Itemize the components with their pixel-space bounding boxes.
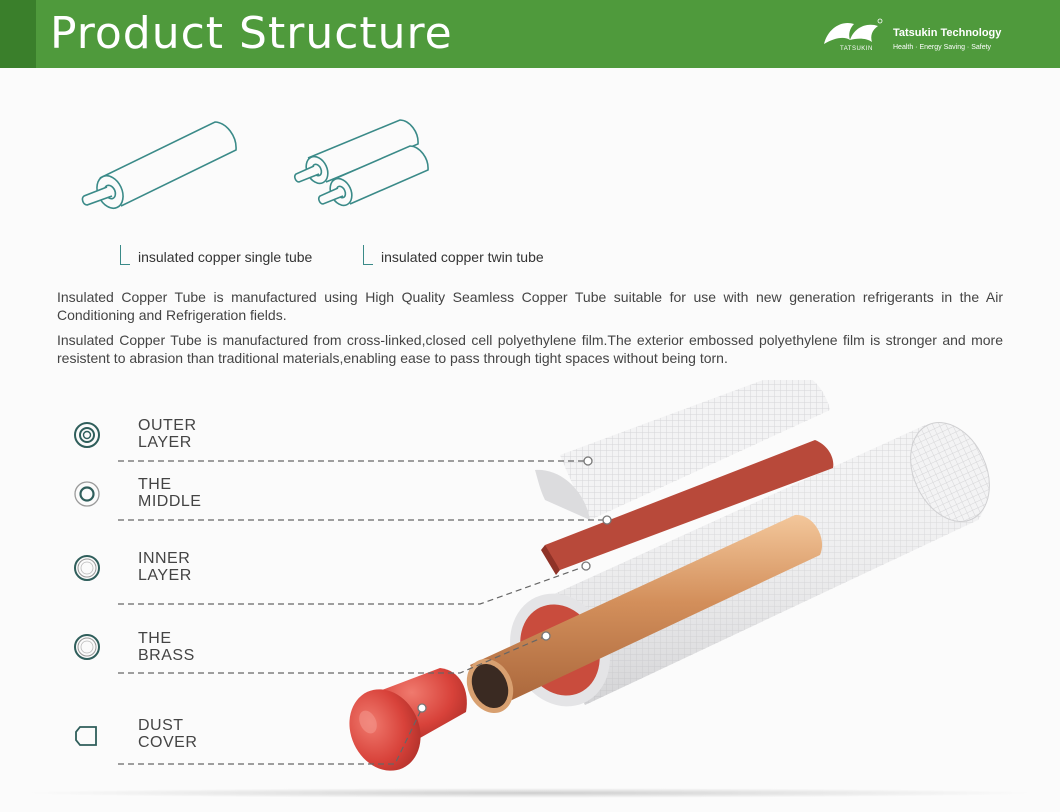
brass-icon <box>74 634 100 660</box>
layer-label-inner: INNER LAYER <box>138 550 192 584</box>
description-paragraph: Insulated Copper Tube is manufactured fr… <box>57 332 1003 366</box>
middle-layer-icon <box>74 481 100 507</box>
twin-tube-caption: insulated copper twin tube <box>381 249 544 265</box>
description-paragraph: Insulated Copper Tube is manufactured us… <box>57 289 1003 323</box>
layer-label-dust-cover: DUST COVER <box>138 717 198 751</box>
dust-cover-icon <box>75 726 97 746</box>
brand-tagline: Health · Energy Saving · Safety <box>893 44 992 51</box>
logo-text: TATSUKIN <box>840 46 873 52</box>
header-accent <box>0 0 36 68</box>
header-bar: Product Structure TATSUKIN Tatsukin Tech… <box>0 0 1060 68</box>
layer-label-middle: THE MIDDLE <box>138 476 202 510</box>
inner-layer-icon <box>74 555 100 581</box>
tatsukin-logo-icon <box>824 18 883 44</box>
leader-lines <box>118 460 607 765</box>
single-tube-sketch <box>81 121 237 210</box>
twin-tube-caption-bracket <box>363 245 373 265</box>
single-tube-caption: insulated copper single tube <box>138 249 313 265</box>
copper-tube <box>466 514 823 714</box>
layer-label-brass: THE BRASS <box>138 630 195 664</box>
single-tube-caption-bracket <box>120 245 130 265</box>
page-title: Product Structure <box>50 8 453 59</box>
layer-label-outer: OUTER LAYER <box>138 417 197 451</box>
tube-structure-illustration <box>118 380 990 771</box>
leader-points <box>417 456 612 713</box>
peeled-outer-layer <box>535 380 830 520</box>
middle-red-layer <box>541 440 834 575</box>
dust-cap <box>349 668 467 771</box>
outer-layer-icon <box>74 422 100 448</box>
twin-tube-sketch <box>294 119 429 207</box>
tube-sketches <box>81 119 429 210</box>
floor-shadow <box>20 788 1040 798</box>
brand-name: Tatsukin Technology <box>893 27 1002 39</box>
